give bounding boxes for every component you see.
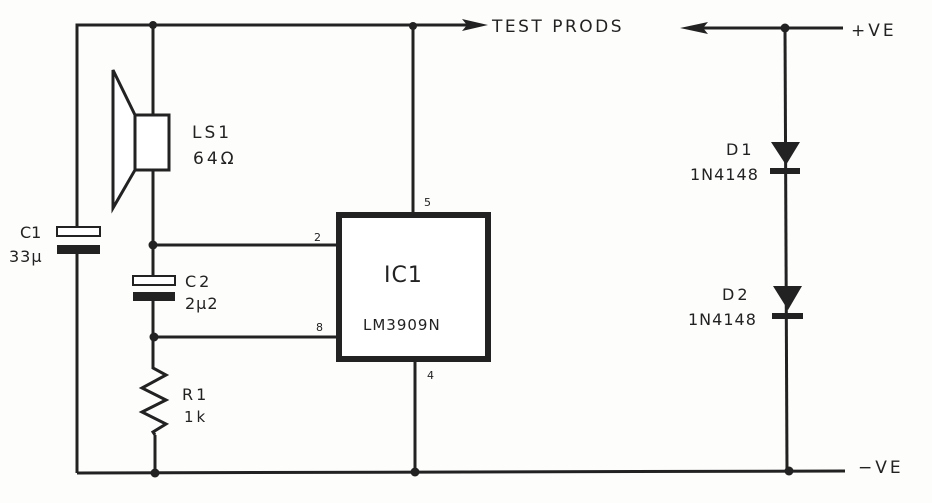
pin-8-label: 8 [316,321,326,334]
d1-ref: D1 [726,140,755,159]
junction-dot [150,468,160,478]
speaker-magnet [133,113,171,172]
neg-terminal-label: −VE [858,458,904,478]
pos-terminal-label: +VE [851,21,897,41]
d2-triangle [773,286,802,310]
pin-2-label: 2 [314,231,324,244]
junction-dot [148,240,158,250]
r1-zigzag [138,365,170,436]
junction-dot [784,466,794,476]
top-rail [75,23,470,228]
ls1-value: 64Ω [193,149,237,169]
wires [75,23,846,475]
ic-part: LM3909N [363,316,441,334]
junction-dot [410,467,420,477]
d1-triangle [771,142,800,165]
test-prods-label: TEST PRODS [491,17,624,37]
speaker-cone [111,69,137,214]
junction-dot [149,21,157,29]
junction-dot [780,23,790,33]
d2-ref: D2 [722,285,751,304]
c2-negative-plate [133,292,175,301]
ic-body [336,212,491,362]
r1-ref: R1 [182,385,209,404]
c2-positive-plate [132,275,176,286]
junctions [148,21,794,478]
c1-positive-plate [56,226,101,237]
pin-5-label: 5 [424,196,434,209]
diode-column-wire [783,27,789,472]
d1-part: 1N4148 [690,165,759,184]
ls1-ref: LS1 [192,123,232,143]
pin-4-label: 4 [427,369,437,382]
c2-ref: C2 [185,272,212,291]
c1-negative-plate [57,245,100,254]
d1-cathode-bar [770,168,800,174]
r1-value: 1k [184,408,208,426]
c1-ref: C1 [20,223,41,242]
bottom-rail [76,469,846,475]
junction-dot [409,22,417,30]
arrow-left-icon [680,22,708,34]
d2-part: 1N4148 [688,310,757,329]
c1-value: 33µ [9,247,43,266]
arrow-right-icon [462,19,488,31]
junction-dot [149,332,159,342]
c2-value: 2µ2 [185,294,219,313]
d2-cathode-bar [772,313,803,319]
ic-ref: IC1 [384,263,423,288]
speaker-symbol [111,69,171,214]
